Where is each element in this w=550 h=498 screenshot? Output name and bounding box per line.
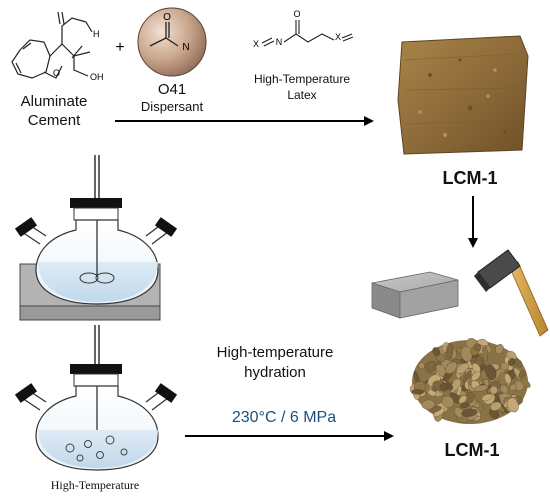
plus-sign: + (115, 39, 124, 56)
vessel-label: High-Temperature (50, 478, 140, 492)
gravel-piece (445, 361, 458, 374)
latex-structure-icon (261, 20, 354, 47)
gravel-piece (500, 362, 509, 371)
aluminate-cement-line1: Aluminate (20, 93, 88, 110)
process-line2: hydration (244, 364, 306, 381)
molecule-h-label: H (93, 29, 100, 39)
latex-o-label: O (293, 9, 300, 19)
latex-line1: High-Temperature (253, 72, 351, 86)
gravel-piece (432, 347, 441, 357)
gravel-piece (441, 395, 455, 408)
lcm-block-image (397, 35, 529, 155)
gravel-piece (481, 393, 493, 402)
latex-label: High-Temperature Latex (232, 71, 372, 103)
latex-x-label-left: X (253, 39, 259, 49)
latex-line2: Latex (287, 88, 317, 102)
gravel-piece (421, 399, 436, 410)
reactor-flask-2 (14, 325, 178, 471)
gravel-piece (456, 362, 470, 374)
latex-x-label-right: X (335, 32, 341, 42)
gravel-piece (507, 397, 519, 413)
gravel-piece (518, 370, 526, 379)
dispersant-amide-icon (149, 22, 179, 47)
gravel-piece (462, 369, 472, 384)
latex-n-label: N (276, 37, 283, 47)
gravel-piece (411, 389, 425, 395)
gravel-piece (471, 371, 481, 382)
grey-block-image (371, 271, 459, 319)
dispersant-name-label: Dispersant (140, 99, 204, 114)
gravel-piece (461, 408, 478, 417)
crushed-lcm-pile-image (409, 338, 531, 424)
gravel-piece (473, 343, 481, 351)
gravel-piece (459, 402, 470, 409)
gravel-piece (456, 385, 462, 396)
gravel-piece (504, 373, 512, 385)
hammer-icon (474, 249, 549, 337)
dispersant-o-label: O (163, 12, 171, 23)
aluminate-cement-structure-icon (11, 11, 93, 79)
crushed-lcm-label: LCM-1 (444, 440, 500, 460)
gravel-piece (454, 407, 465, 418)
gravel-piece (446, 343, 454, 360)
gravel-piece (430, 405, 442, 413)
gravel-piece (458, 395, 468, 404)
gravel-piece (495, 344, 504, 355)
gravel-piece (508, 358, 516, 367)
aluminate-cement-line2: Cement (27, 112, 81, 129)
dispersant-n-label: N (182, 42, 189, 53)
gravel-piece (490, 401, 502, 411)
gravel-piece (418, 362, 425, 369)
gravel-piece (509, 383, 517, 392)
gravel-piece (473, 384, 489, 392)
process-line1: High-temperature (216, 344, 334, 361)
lcm-block-label: LCM-1 (442, 168, 498, 188)
gravel-piece (425, 360, 437, 373)
process-label: High-temperature hydration (190, 343, 360, 383)
aluminate-cement-label: Aluminate Cement (2, 92, 106, 130)
gravel-piece (482, 346, 488, 363)
gravel-piece (489, 385, 498, 395)
gravel-piece (520, 378, 531, 388)
dispersant-code-label: O41 (157, 81, 187, 98)
gravel-piece (485, 364, 497, 380)
molecule-oh-label: OH (90, 72, 104, 82)
molecule-o-label: O (53, 68, 60, 78)
condition-label: 230°C / 6 MPa (231, 409, 337, 426)
gravel-piece (439, 382, 449, 391)
reactor-flask-1 (14, 155, 178, 321)
